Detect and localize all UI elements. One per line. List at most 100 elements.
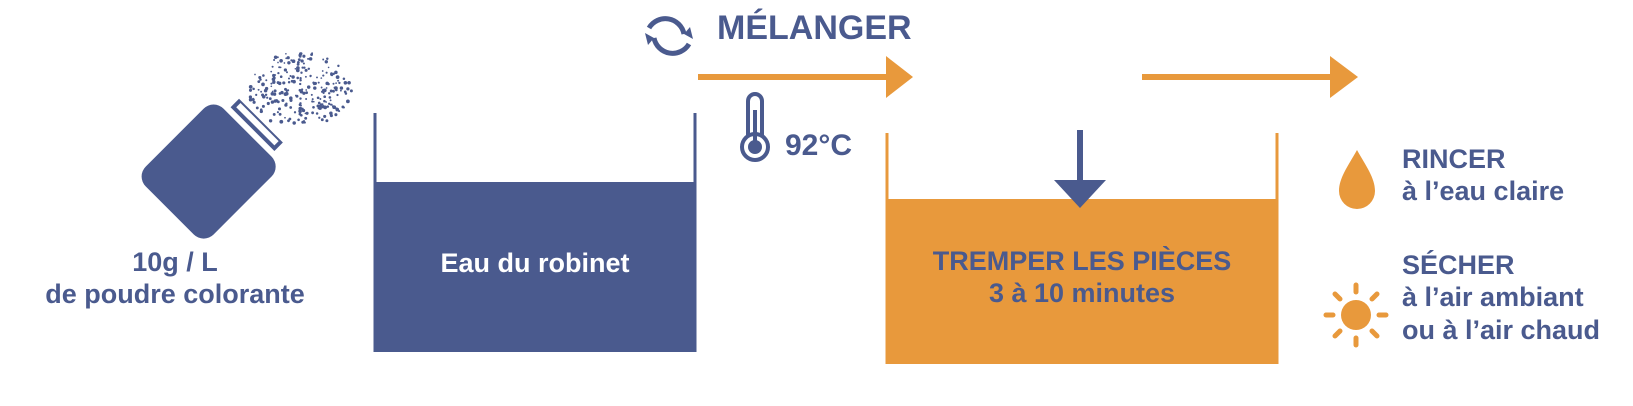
powder-dot — [289, 98, 293, 102]
powder-dot — [298, 103, 302, 107]
powder-dot — [310, 93, 313, 96]
powder-dot — [325, 81, 329, 86]
soak-tank — [885, 133, 1279, 364]
powder-dot — [337, 64, 340, 68]
powder-dot — [307, 57, 310, 60]
powder-dot — [315, 112, 319, 115]
powder-dot — [292, 121, 296, 125]
dry-step: SÉCHER à l’air ambiant ou à l’air chaud — [1402, 249, 1600, 346]
powder-dot — [300, 59, 304, 63]
powder-dot — [297, 58, 301, 62]
powder-dot — [255, 106, 259, 110]
dye-dose-line1: 10g / L — [132, 247, 218, 277]
powder-dot — [270, 91, 275, 96]
powder-dot — [286, 56, 290, 60]
powder-dot — [276, 111, 279, 114]
powder-dot — [287, 77, 291, 80]
powder-dot — [288, 117, 292, 121]
powder-dot — [285, 52, 287, 55]
powder-dot — [291, 75, 295, 79]
powder-dot — [271, 90, 274, 93]
powder-dot — [304, 116, 308, 120]
powder-dot — [336, 93, 339, 97]
powder-dot — [281, 98, 285, 103]
powder-dot — [293, 111, 297, 114]
mix-label: MÉLANGER — [717, 9, 912, 47]
powder-dot — [322, 88, 327, 93]
powder-dot — [330, 72, 333, 75]
powder-dot — [317, 81, 320, 84]
powder-dot — [305, 98, 308, 100]
powder-dot — [305, 111, 309, 115]
powder-dot — [299, 78, 302, 82]
powder-dot — [273, 80, 276, 83]
powder-dot — [329, 103, 332, 106]
powder-dot — [273, 99, 277, 103]
powder-dot — [319, 103, 323, 106]
powder-dot — [349, 89, 353, 93]
powder-dot — [277, 81, 282, 86]
powder-dot — [248, 85, 253, 89]
powder-dot — [286, 71, 288, 74]
powder-dot — [312, 105, 315, 109]
powder-dot — [300, 88, 304, 91]
powder-dot — [307, 67, 311, 71]
powder-dot — [279, 66, 282, 69]
powder-dot — [294, 67, 297, 70]
powder-dot — [252, 97, 255, 100]
powder-dot — [332, 89, 335, 93]
powder-dot — [285, 102, 288, 105]
powder-dot — [322, 58, 325, 61]
powder-dot — [332, 72, 335, 76]
powder-dot — [334, 70, 338, 75]
powder-dot — [301, 66, 304, 69]
powder-dot — [338, 81, 341, 85]
powder-dot — [270, 82, 273, 85]
powder-dot — [294, 94, 297, 97]
powder-dot — [311, 111, 315, 115]
powder-dot — [302, 62, 305, 65]
sun-icon — [1323, 282, 1389, 348]
powder-dot — [326, 105, 330, 108]
powder-dot — [248, 88, 253, 92]
powder-dot — [287, 80, 291, 84]
powder-dot — [320, 86, 323, 89]
powder-dot — [298, 109, 302, 114]
rinse-detail: à l’eau claire — [1402, 176, 1565, 207]
powder-dot — [279, 58, 283, 63]
powder-dot — [262, 74, 265, 77]
powder-dot — [339, 89, 342, 92]
powder-dot — [316, 96, 320, 100]
powder-dot — [273, 89, 277, 93]
dye-dose-label: 10g / L de poudre colorante — [0, 246, 350, 311]
down-arrow-icon — [1054, 130, 1106, 208]
powder-dot — [327, 102, 331, 106]
powder-dot — [308, 57, 313, 61]
powder-dot — [273, 58, 276, 62]
powder-dot — [322, 74, 325, 77]
powder-dot — [296, 76, 300, 80]
powder-dot — [270, 70, 273, 73]
powder-dot — [252, 87, 255, 91]
dye-dose-line2: de poudre colorante — [45, 279, 305, 310]
powder-dot — [302, 91, 306, 95]
powder-dot — [329, 89, 333, 93]
powder-dot — [335, 107, 340, 112]
powder-dot — [341, 87, 344, 90]
powder-dot — [278, 92, 282, 95]
powder-dot — [274, 74, 277, 76]
powder-dot — [259, 108, 263, 111]
powder-dot — [337, 79, 340, 82]
powder-dot — [289, 74, 292, 78]
mix-arrow — [698, 56, 913, 98]
powder-dot — [266, 101, 270, 106]
rinse-step: RINCER à l’eau claire — [1402, 143, 1564, 208]
powder-dot — [278, 112, 282, 116]
powder-dot — [276, 100, 280, 104]
powder-dot — [248, 95, 253, 99]
powder-dot — [306, 85, 311, 89]
powder-dot — [342, 106, 345, 109]
powder-dot — [311, 100, 314, 103]
water-drop-icon — [1339, 150, 1375, 209]
